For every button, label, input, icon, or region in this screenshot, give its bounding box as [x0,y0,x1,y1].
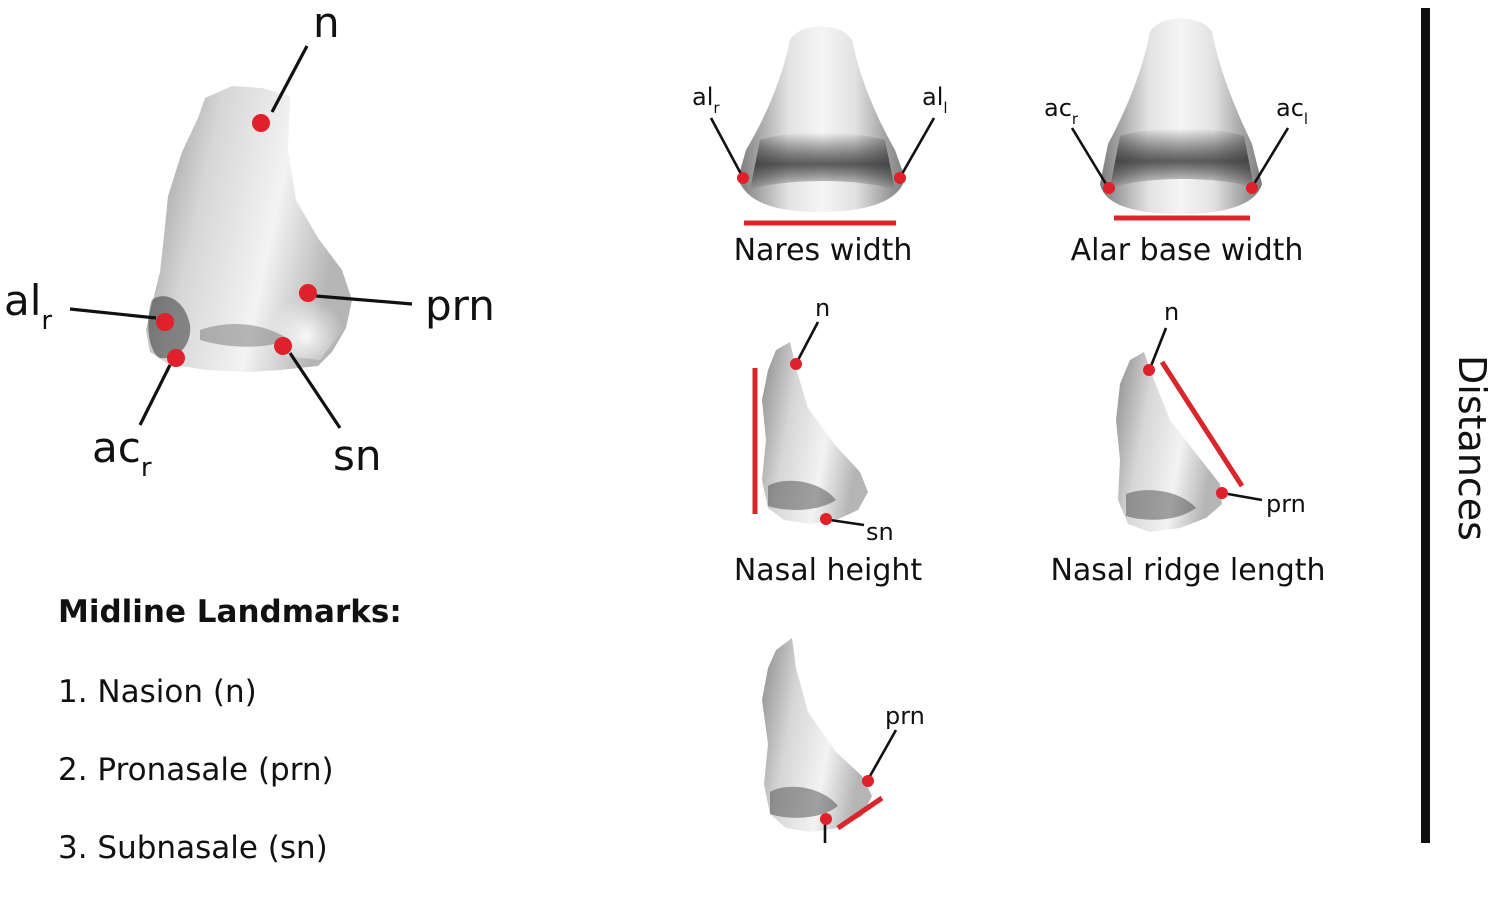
landmark-ridge-prn [1216,487,1228,499]
landmark-nares-al-l [894,172,906,184]
caption-alar-base-width: Alar base width [1071,233,1304,268]
panel-alar-base-width: acr acl Alar base width [1044,18,1308,268]
main-nose [146,86,352,372]
caption-nasal-ridge-length: Nasal ridge length [1050,553,1325,588]
label-ridge-n: n [1164,298,1179,326]
label-ridge-prn: prn [1266,490,1306,518]
legend-item-nasion: 1. Nasion (n) [58,674,257,710]
landmark-height-n [790,358,802,370]
landmark-alar-ac-l [1246,182,1258,194]
leader-nares-right [900,117,936,175]
leader-ridge-prn [1227,492,1263,502]
label-al-r: alr [4,276,52,336]
label-fifth-prn: prn [885,702,925,730]
label-prn: prn [425,281,495,330]
leader-height-n [796,321,820,361]
landmark-fifth-bottom [820,813,832,825]
label-sn: sn [333,431,382,480]
panel-nares-width: alr all Nares width [692,26,948,268]
leader-al-r [69,307,157,320]
panel-nasal-ridge-length: n prn Nasal ridge length [1050,298,1325,588]
measure-nasal-ridge-length [1159,360,1245,488]
leader-ac-r [138,364,172,426]
landmark-alar-ac-r [1103,182,1115,194]
landmark-n [252,114,270,132]
legend: Midline Landmarks: 1. Nasion (n) 2. Pron… [58,592,578,906]
leader-n [270,45,309,113]
leader-fifth-prn [868,729,898,777]
label-height-sn: sn [866,518,894,546]
label-nares-al-r: alr [692,83,720,117]
leader-nares-left [709,117,743,175]
leader-alar-left [1070,127,1108,185]
label-alar-ac-l: acl [1276,94,1308,128]
caption-nasal-height: Nasal height [734,553,923,588]
label-n: n [313,0,340,47]
landmark-ac-r [167,349,185,367]
legend-item-subnasale: 3. Subnasale (sn) [58,830,328,866]
caption-nares-width: Nares width [734,233,913,268]
landmark-nares-al-r [737,172,749,184]
landmark-height-sn [820,513,832,525]
leader-alar-right [1252,127,1290,185]
panel-fifth: prn [762,638,925,843]
legend-item-pronasale: 2. Pronasale (prn) [58,752,334,788]
label-nares-al-l: all [922,83,948,117]
landmark-fifth-prn [862,775,874,787]
leader-prn [315,294,413,306]
landmark-ridge-n [1143,364,1155,376]
label-alar-ac-r: acr [1044,94,1079,128]
leader-ridge-n [1149,327,1168,367]
legend-title: Midline Landmarks: [58,594,402,630]
section-divider-bar [1421,8,1430,843]
landmark-sn [274,337,292,355]
section-title-distances: Distances [1450,355,1494,541]
landmark-prn [299,284,317,302]
panel-nasal-height: n sn Nasal height [734,294,923,588]
label-ac-r: acr [92,423,152,483]
landmark-al-r [156,313,174,331]
leader-height-sn [829,518,865,527]
leader-sn [288,352,342,429]
label-height-n: n [815,294,830,322]
diagram-canvas: n alr prn acr sn alr all Nares width acr… [4,0,1326,843]
measure-fifth [836,795,884,831]
